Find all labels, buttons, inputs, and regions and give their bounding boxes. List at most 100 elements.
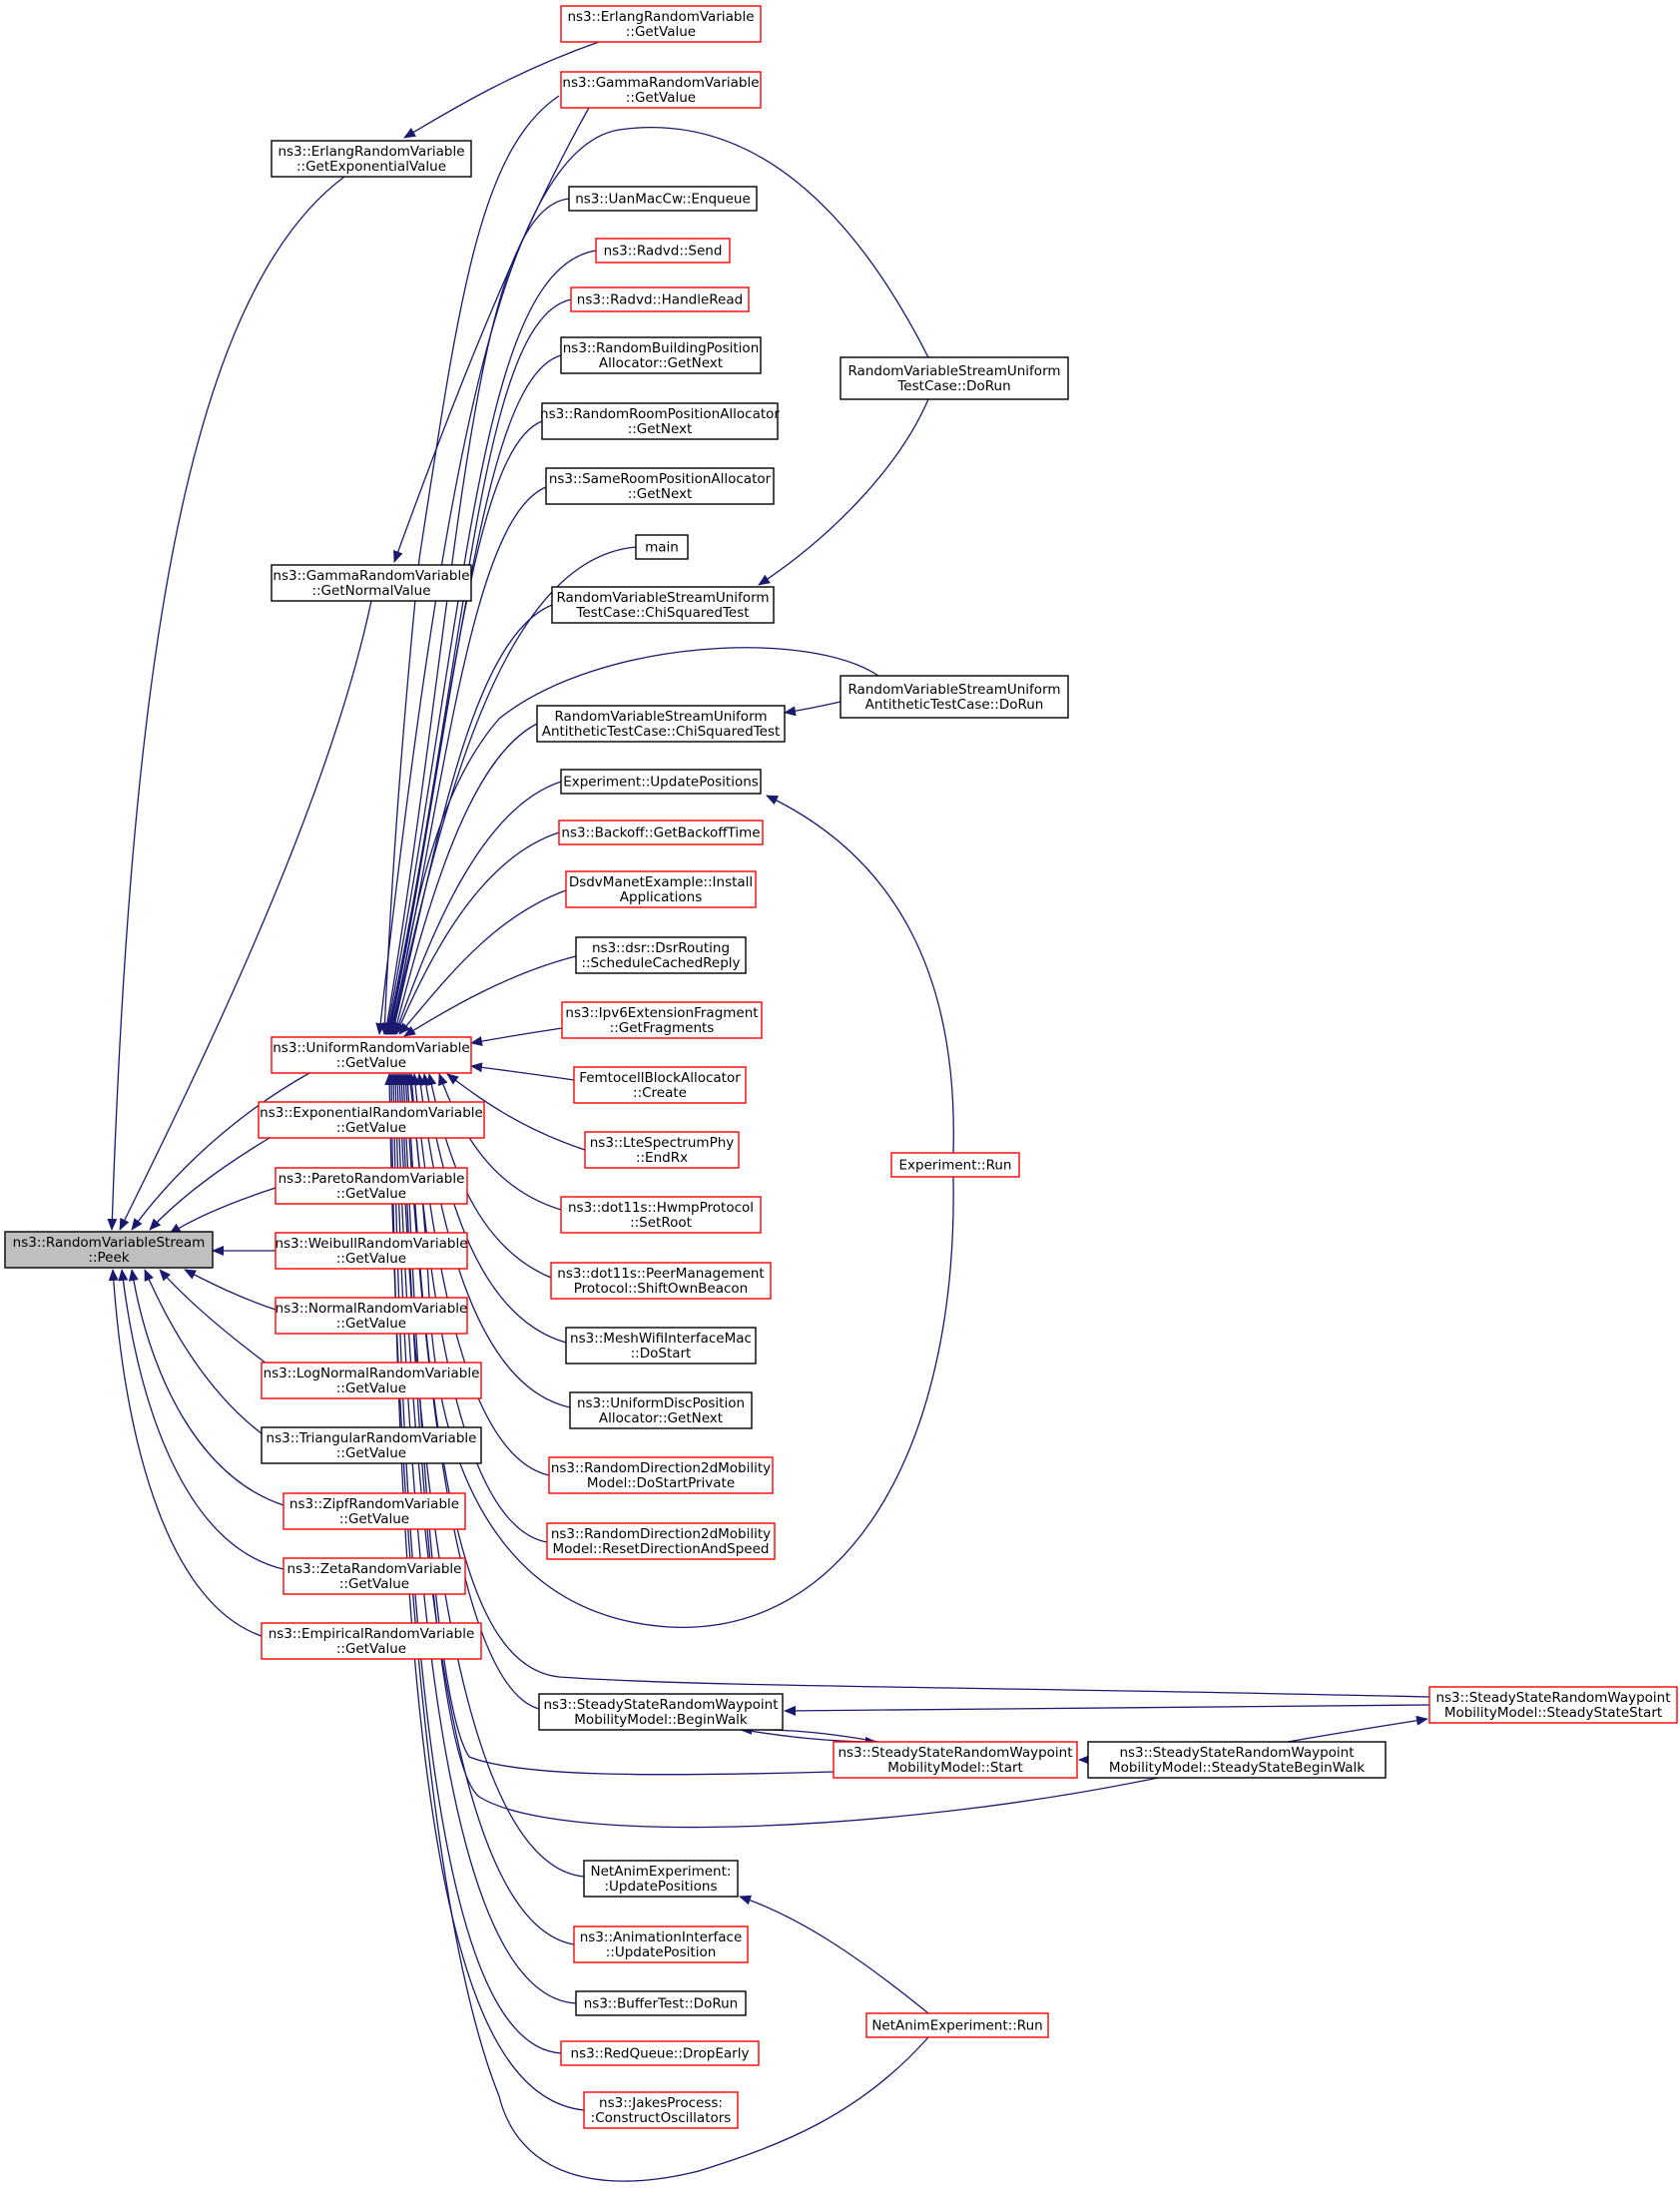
node-sss-steadystart[interactable]: ns3::SteadyStateRandomWaypointMobilityMo… — [1428, 1686, 1678, 1724]
node-srpa[interactable]: ns3::SameRoomPositionAllocator::GetNext — [545, 467, 775, 505]
node-peek[interactable]: ns3::RandomVariableStream::Peek — [4, 1231, 214, 1269]
node-lognormal-get[interactable]: ns3::LogNormalRandomVariable::GetValue — [261, 1362, 482, 1399]
node-hwmp[interactable]: ns3::dot11s::HwmpProtocol::SetRoot — [560, 1196, 762, 1234]
node-erlang-get[interactable]: ns3::ErlangRandomVariable::GetValue — [560, 5, 762, 43]
node-sss-steadybegin[interactable]: ns3::SteadyStateRandomWaypointMobilityMo… — [1087, 1741, 1387, 1779]
node-label-line: ns3::ExponentialRandomVariable — [260, 1105, 483, 1121]
node-box — [546, 1522, 776, 1560]
node-exp-run[interactable]: Experiment::Run — [890, 1152, 1020, 1178]
node-pareto-get[interactable]: ns3::ParetoRandomVariable::GetValue — [275, 1167, 468, 1205]
edge-path — [389, 647, 879, 1035]
node-gamma-normal[interactable]: ns3::GammaRandomVariable::GetNormalValue — [271, 564, 472, 602]
node-label-line: Experiment::Run — [899, 1158, 1012, 1174]
node-box — [840, 675, 1069, 719]
node-gamma-get[interactable]: ns3::GammaRandomVariable::GetValue — [560, 71, 762, 109]
node-label-line: AntitheticTestCase::ChiSquaredTest — [542, 724, 781, 740]
node-label-line: ::ScheduleCachedReply — [581, 955, 740, 971]
node-radvd-send[interactable]: ns3::Radvd::Send — [595, 238, 731, 264]
edge-path — [118, 1269, 284, 1570]
edge-path — [383, 250, 597, 1035]
edge-path — [375, 127, 929, 1035]
edge-path — [381, 198, 570, 1035]
node-netanim-update[interactable]: NetAnimExperiment::UpdatePositions — [583, 1860, 739, 1898]
node-label-line: ns3::WeibullRandomVariable — [275, 1236, 467, 1252]
node-label-line: ::GetValue — [336, 1316, 406, 1332]
node-rvsu-dorun[interactable]: RandomVariableStreamUniformTestCase::DoR… — [840, 356, 1069, 400]
node-rd2d-reset[interactable]: ns3::RandomDirection2dMobilityModel::Res… — [546, 1522, 776, 1560]
node-label-line: ::GetFragments — [610, 1020, 715, 1036]
node-label-line: ns3::Backoff::GetBackoffTime — [561, 825, 760, 841]
node-netanim-run[interactable]: NetAnimExperiment::Run — [865, 2012, 1049, 2038]
node-box — [275, 1232, 468, 1270]
node-label-line: ns3::RedQueue::DropEarly — [571, 2046, 750, 2062]
node-buffertest[interactable]: ns3::BufferTest::DoRun — [575, 1990, 747, 2016]
node-box — [271, 1036, 472, 1074]
node-label-line: ::GetValue — [336, 1641, 406, 1657]
node-uanmaccw[interactable]: ns3::UanMacCw::Enqueue — [568, 186, 758, 212]
node-normal-get[interactable]: ns3::NormalRandomVariable::GetValue — [275, 1297, 468, 1335]
node-rvsu-chi[interactable]: RandomVariableStreamUniformTestCase::Chi… — [551, 586, 775, 624]
node-meshwifi[interactable]: ns3::MeshWifiInterfaceMac::DoStart — [565, 1327, 757, 1365]
node-label-line: RandomVariableStreamUniform — [556, 590, 769, 606]
node-uniform-get[interactable]: ns3::UniformRandomVariable::GetValue — [271, 1036, 472, 1074]
node-redqueue[interactable]: ns3::RedQueue::DropEarly — [560, 2040, 760, 2066]
node-zipf-get[interactable]: ns3::ZipfRandomVariable::GetValue — [282, 1492, 466, 1530]
edge-path — [398, 1073, 835, 1776]
node-rvsua-chi[interactable]: RandomVariableStreamUniformAntitheticTes… — [536, 705, 786, 743]
edge-path — [470, 1062, 575, 1081]
node-label-line: ns3::AnimationInterface — [580, 1929, 743, 1945]
node-empirical-get[interactable]: ns3::EmpiricalRandomVariable::GetValue — [261, 1622, 482, 1660]
node-label-line: ::GetNormalValue — [311, 583, 430, 599]
node-rd2d-start[interactable]: ns3::RandomDirection2dMobilityModel::DoS… — [548, 1456, 774, 1494]
node-radvd-read[interactable]: ns3::Radvd::HandleRead — [570, 286, 750, 312]
edge-gamma_normal-to-peek — [119, 600, 372, 1231]
node-triangular-get[interactable]: ns3::TriangularRandomVariable::GetValue — [261, 1426, 482, 1464]
node-ipv6frag[interactable]: ns3::Ipv6ExtensionFragment::GetFragments — [561, 1001, 763, 1039]
node-box — [560, 71, 762, 109]
node-peermgmt[interactable]: ns3::dot11s::PeerManagementProtocol::Shi… — [550, 1262, 772, 1300]
node-box — [568, 186, 758, 212]
node-label-line: ::GetValue — [336, 1120, 406, 1136]
node-sss-begin[interactable]: ns3::SteadyStateRandomWaypointMobilityMo… — [538, 1693, 784, 1731]
node-sss-start[interactable]: ns3::SteadyStateRandomWaypointMobilityMo… — [833, 1741, 1078, 1779]
edge-normal_get-to-peek — [184, 1269, 277, 1311]
node-label-line: Protocol::ShiftOwnBeacon — [574, 1281, 749, 1297]
node-label-line: ns3::dot11s::PeerManagement — [557, 1266, 764, 1282]
node-exp-update[interactable]: Experiment::UpdatePositions — [560, 769, 762, 795]
node-label-line: ns3::RandomVariableStream — [13, 1235, 206, 1251]
node-zeta-get[interactable]: ns3::ZetaRandomVariable::GetValue — [282, 1557, 466, 1595]
edge-path — [739, 1895, 929, 2014]
edge-path — [119, 600, 372, 1231]
node-udpa[interactable]: ns3::UniformDiscPositionAllocator::GetNe… — [569, 1391, 753, 1429]
edge-path — [784, 1704, 1430, 1716]
edge-femto-to-uniform_get — [470, 1062, 575, 1081]
node-exponential-get[interactable]: ns3::ExponentialRandomVariable::GetValue — [258, 1101, 485, 1139]
node-femto[interactable]: FemtocellBlockAllocator::Create — [573, 1066, 747, 1104]
node-box — [573, 1925, 749, 1963]
edge-zipf_get-to-peek — [128, 1269, 284, 1506]
node-label-line: ns3::RandomBuildingPosition — [563, 340, 760, 356]
node-box — [560, 336, 762, 374]
node-backoff[interactable]: ns3::Backoff::GetBackoffTime — [558, 820, 764, 845]
node-box — [833, 1741, 1078, 1779]
node-rvsua-dorun[interactable]: RandomVariableStreamUniformAntitheticTes… — [840, 675, 1069, 719]
node-erlang-exp[interactable]: ns3::ErlangRandomVariable::GetExponentia… — [271, 140, 472, 178]
node-weibull-get[interactable]: ns3::WeibullRandomVariable::GetValue — [275, 1232, 468, 1270]
node-jakes[interactable]: ns3::JakesProcess::ConstructOscillators — [583, 2091, 739, 2129]
node-rbpa[interactable]: ns3::RandomBuildingPositionAllocator::Ge… — [560, 336, 762, 374]
node-label-line: MobilityModel::SteadyStateBeginWalk — [1109, 1760, 1365, 1776]
node-box — [261, 1362, 482, 1399]
node-lte[interactable]: ns3::LteSpectrumPhy::EndRx — [584, 1131, 740, 1169]
node-dsr[interactable]: ns3::dsr::DsrRouting::ScheduleCachedRepl… — [575, 936, 747, 974]
node-anim-update[interactable]: ns3::AnimationInterface::UpdatePosition — [573, 1925, 749, 1963]
node-main[interactable]: main — [635, 534, 689, 560]
node-rrpa[interactable]: ns3::RandomRoomPositionAllocator::GetNex… — [540, 402, 780, 440]
edge-erlang_exp-to-peek — [107, 176, 345, 1231]
node-label-line: ns3::LogNormalRandomVariable — [264, 1366, 480, 1381]
edge-path — [388, 1073, 562, 2054]
node-box — [575, 936, 747, 974]
edge-rvsu_dorun-to-rvsu_chi — [758, 398, 929, 586]
node-label-line: ::GetValue — [336, 1251, 406, 1267]
